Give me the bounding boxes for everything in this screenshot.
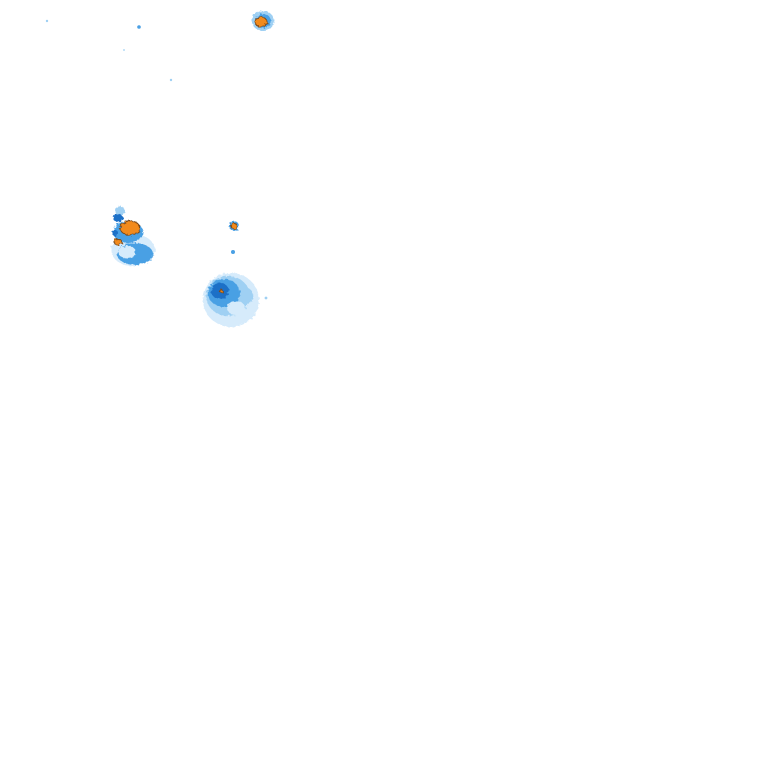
large-cell-hole <box>227 301 245 315</box>
large-cell-spot <box>218 288 224 294</box>
speckle <box>137 25 141 29</box>
speckle <box>231 250 235 254</box>
speckle <box>264 296 268 300</box>
small-cell-core <box>230 222 238 230</box>
cluster-left-core <box>113 238 123 246</box>
speckle <box>123 49 125 51</box>
speckle <box>45 19 49 23</box>
cluster-upper-core <box>119 220 141 236</box>
cell-north <box>252 11 274 31</box>
cluster-left-spot <box>112 230 118 236</box>
cell-small-center <box>229 221 239 231</box>
cell-large-center <box>203 273 259 327</box>
cluster-top-core <box>113 214 123 222</box>
speckle <box>169 78 173 82</box>
cluster-top <box>115 206 125 216</box>
cell-north-core <box>254 16 268 28</box>
cluster-lower-hole <box>118 246 136 258</box>
cell-west-cluster <box>111 206 155 266</box>
speckles <box>45 19 268 300</box>
large-cell-east-lobe <box>241 288 253 304</box>
